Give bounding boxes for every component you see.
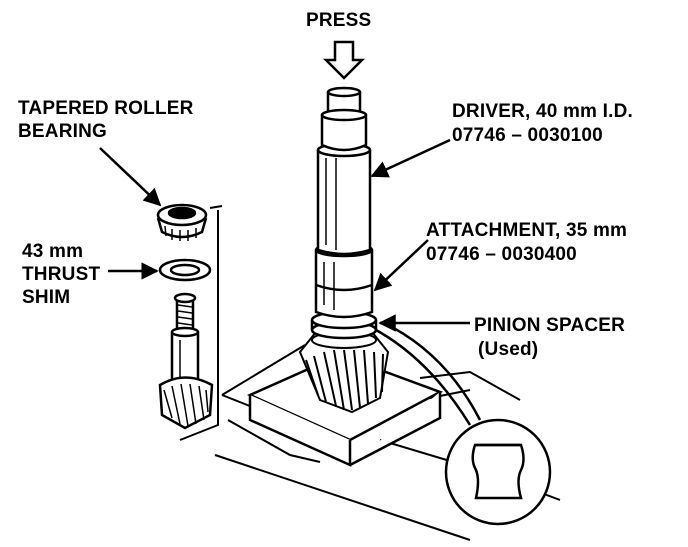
press-arrow: [322, 40, 366, 80]
pinion-shaft: [158, 292, 214, 430]
attachment-label-line1: ATTACHMENT, 35 mm: [426, 220, 628, 241]
leader-lines: [99, 138, 470, 332]
bearing-leader: [99, 147, 162, 207]
bearing-label-line2: BEARING: [18, 121, 108, 142]
attachment-label-line2: 07746 – 0030400: [426, 244, 577, 265]
shim-label-line3: SHIM: [22, 287, 71, 308]
spacer-detail-callout: [375, 320, 552, 526]
driver-tool: [316, 86, 372, 256]
shim-label-line1: 43 mm: [22, 241, 84, 262]
bearing-label-line1: TAPERED ROLLER: [18, 98, 194, 119]
spacer-label-line1: PINION SPACER: [474, 315, 626, 336]
driver-label-line2: 07746 – 0030100: [452, 125, 603, 146]
driver-label-line1: DRIVER, 40 mm I.D.: [452, 101, 633, 122]
tapered-roller-bearing: [156, 203, 208, 241]
pinion-gear-pressed: [298, 331, 390, 414]
attachment-leader: [373, 239, 429, 292]
press-label: PRESS: [306, 10, 372, 31]
spacer-label-line2: (Used): [478, 339, 539, 360]
driver-leader: [370, 138, 451, 178]
thrust-shim: [158, 258, 212, 282]
shim-label-line2: THRUST: [22, 264, 101, 285]
